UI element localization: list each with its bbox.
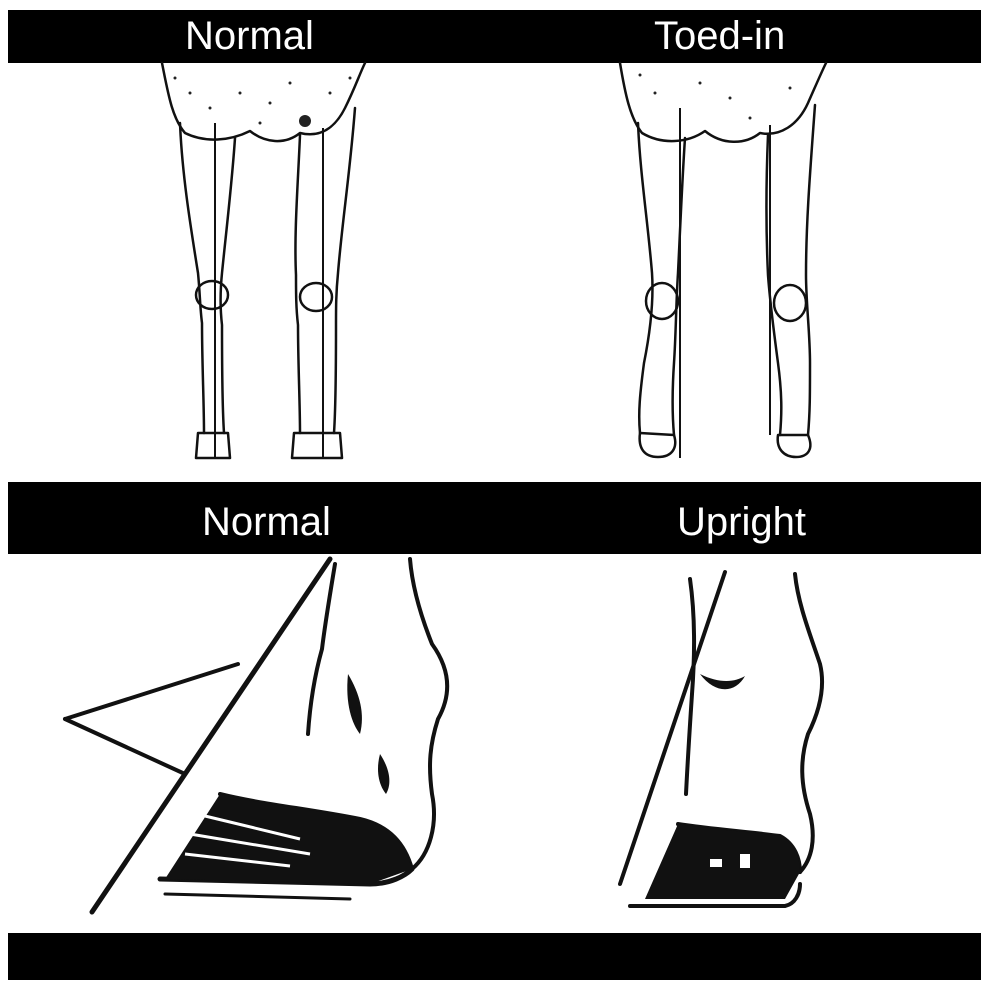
top-header-bar — [8, 10, 981, 63]
label-normal-side: Normal — [202, 502, 331, 542]
label-toed-in: Toed-in — [654, 16, 785, 56]
label-upright: Upright — [677, 502, 806, 542]
middle-header-bar — [8, 482, 981, 554]
bottom-footer-bar — [8, 933, 981, 980]
label-normal-front: Normal — [185, 16, 314, 56]
normal-hoof-side-drawing — [60, 554, 460, 929]
upright-hoof-side-drawing — [600, 554, 860, 929]
normal-front-legs-drawing — [150, 63, 390, 468]
toed-in-front-legs-drawing — [610, 63, 840, 468]
